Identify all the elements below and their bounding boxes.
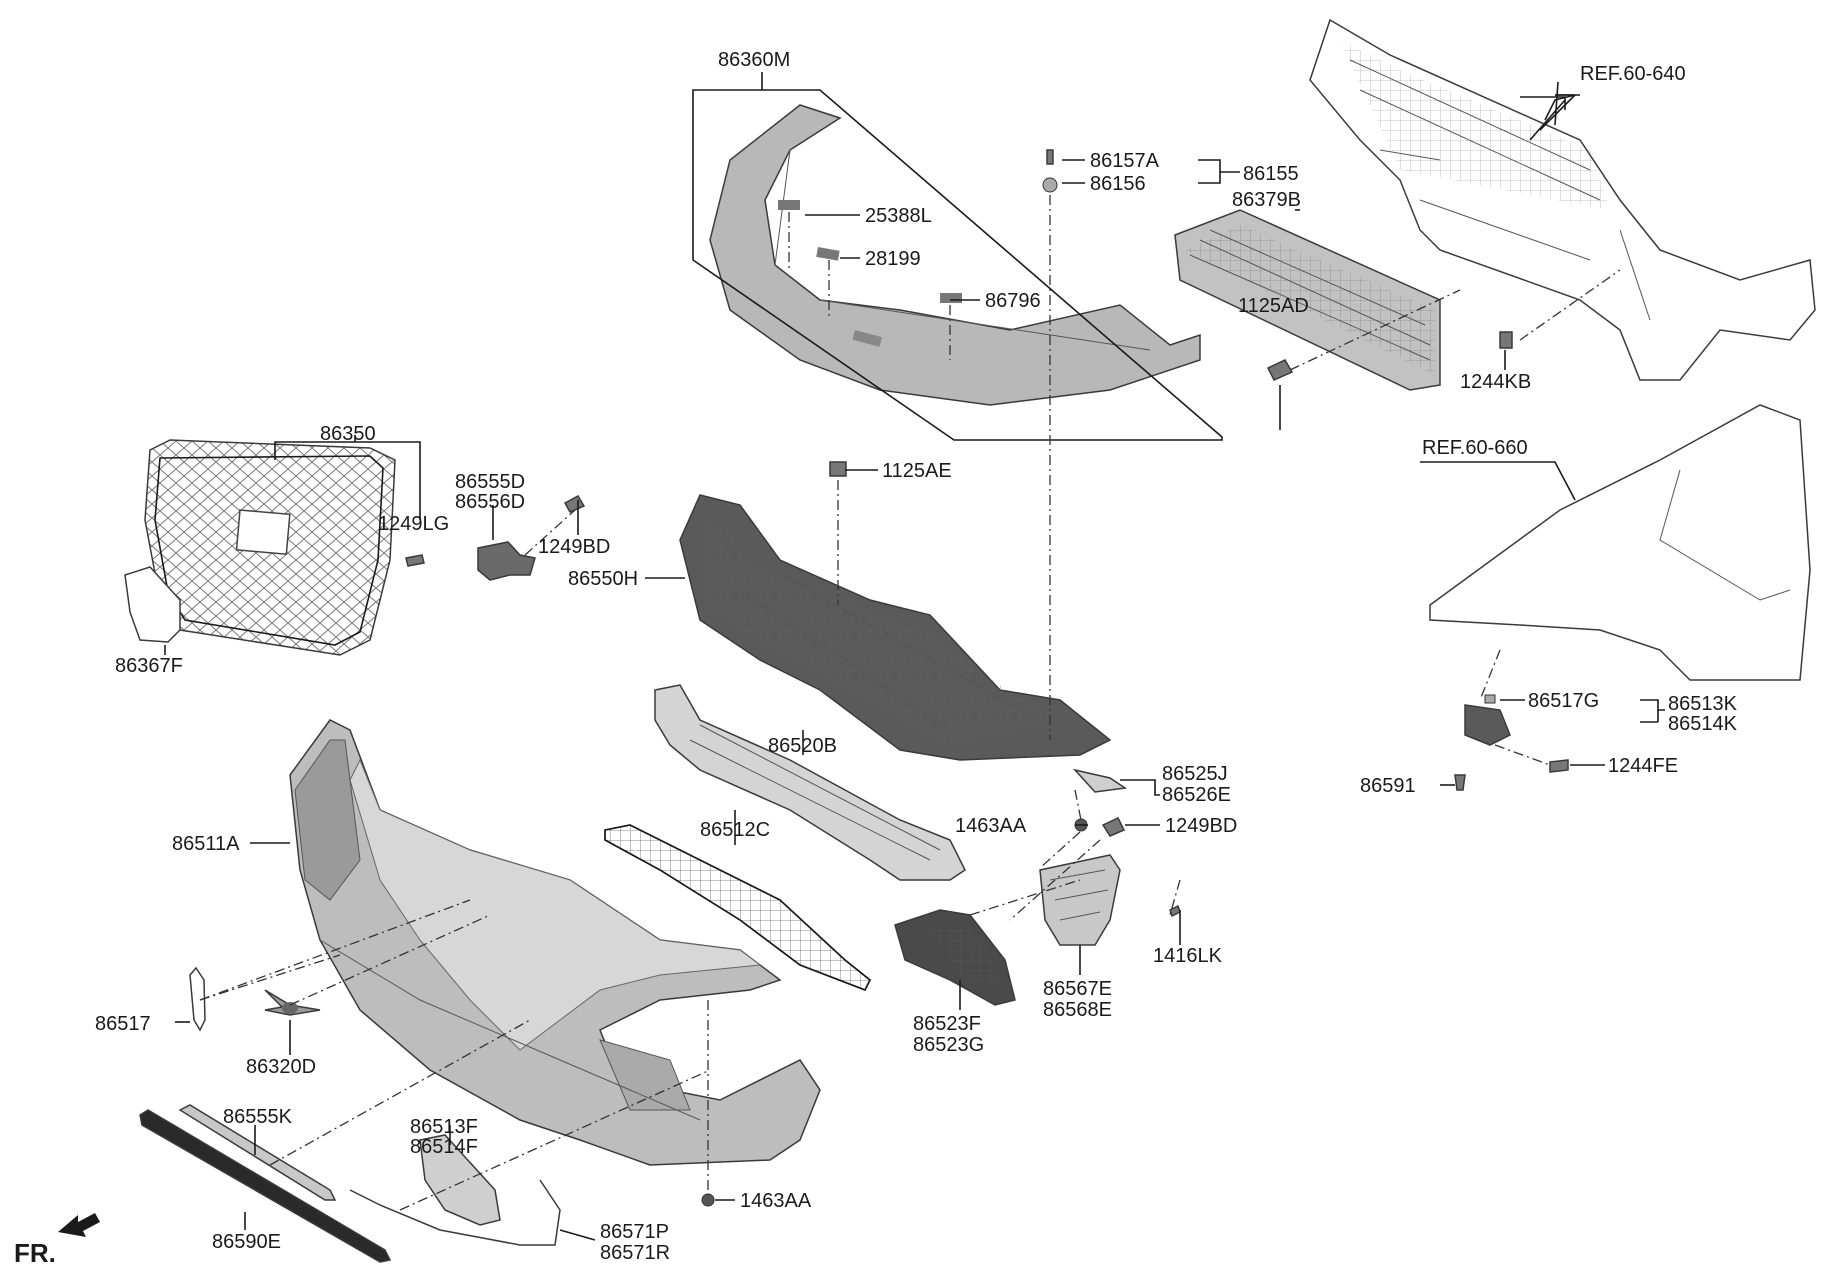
label-25388l: 25388L bbox=[865, 205, 932, 227]
label-86526e: 86526E bbox=[1162, 784, 1231, 806]
label-86571r: 86571R bbox=[600, 1242, 670, 1264]
sensor-86513k bbox=[1464, 694, 1511, 746]
part-labels: 86360M 25388L 28199 86796 86157A 86156 8… bbox=[14, 49, 1738, 1268]
lower-grille-86512c bbox=[604, 824, 872, 992]
label-1125ad: 1125AD bbox=[1238, 295, 1309, 317]
bracket-86525j bbox=[1072, 768, 1128, 793]
label-front: FR. bbox=[14, 1238, 56, 1268]
label-86514f: 86514F bbox=[410, 1136, 478, 1158]
upper-absorber-86550h bbox=[679, 494, 1112, 761]
label-86571p: 86571P bbox=[600, 1221, 669, 1243]
label-86513k: 86513K bbox=[1668, 693, 1738, 715]
label-1249lg: 1249LG bbox=[378, 513, 449, 535]
cover-86513f bbox=[419, 1134, 501, 1226]
label-86517g: 86517G bbox=[1528, 690, 1599, 712]
label-1244fe: 1244FE bbox=[1608, 755, 1678, 777]
label-86520b: 86520B bbox=[768, 735, 837, 757]
emblem-86517 bbox=[189, 966, 206, 1032]
label-86523g: 86523G bbox=[913, 1034, 984, 1056]
label-86567e: 86567E bbox=[1043, 978, 1112, 1000]
strip-86555k bbox=[178, 1104, 337, 1201]
label-86350: 86350 bbox=[320, 423, 376, 445]
label-86517: 86517 bbox=[95, 1013, 151, 1035]
leader-lines bbox=[164, 72, 1665, 1241]
fender-ref bbox=[1429, 404, 1811, 681]
label-86155: 86155 bbox=[1243, 163, 1299, 185]
label-86157a: 86157A bbox=[1090, 150, 1160, 172]
label-86568e: 86568E bbox=[1043, 999, 1112, 1021]
label-86367f: 86367F bbox=[115, 655, 183, 677]
label-86360m: 86360M bbox=[718, 49, 790, 71]
label-ref-60-640: REF.60-640 bbox=[1580, 63, 1686, 85]
label-1249bd-top: 1249BD bbox=[538, 536, 610, 558]
front-arrow-icon bbox=[58, 1213, 100, 1237]
side-cover-86567e bbox=[1039, 854, 1121, 946]
air-guide-86379b bbox=[1174, 209, 1441, 391]
label-86513f: 86513F bbox=[410, 1116, 478, 1138]
bumper-cover-86511a bbox=[289, 719, 821, 1166]
label-86796: 86796 bbox=[985, 290, 1041, 312]
label-86556d: 86556D bbox=[455, 491, 525, 513]
label-86379b: 86379B bbox=[1232, 189, 1301, 211]
label-1416lk: 1416LK bbox=[1153, 945, 1223, 967]
label-ref-60-660: REF.60-660 bbox=[1422, 437, 1528, 459]
assembly-box bbox=[692, 89, 1223, 441]
label-86511a: 86511A bbox=[172, 833, 240, 855]
label-86523f: 86523F bbox=[913, 1013, 981, 1035]
cover-86367f bbox=[124, 566, 181, 643]
emblem-86320d bbox=[264, 989, 321, 1016]
label-1463aa-mid: 1463AA bbox=[955, 815, 1027, 837]
label-86514k: 86514K bbox=[1668, 713, 1738, 735]
label-86156: 86156 bbox=[1090, 173, 1146, 195]
radiator-grille-86350 bbox=[144, 439, 396, 656]
label-86550h: 86550H bbox=[568, 568, 638, 590]
radiator-support-ref bbox=[1309, 18, 1816, 381]
label-86320d: 86320D bbox=[246, 1056, 316, 1078]
label-86555k: 86555K bbox=[223, 1106, 293, 1128]
label-1463aa-bot: 1463AA bbox=[740, 1190, 812, 1212]
label-28199: 28199 bbox=[865, 248, 921, 270]
label-1125ae: 1125AE bbox=[882, 460, 952, 482]
lower-garnish-86590e bbox=[139, 1109, 392, 1263]
energy-absorber-86520b bbox=[654, 684, 966, 881]
label-86525j: 86525J bbox=[1162, 763, 1228, 785]
label-86590e: 86590E bbox=[212, 1231, 281, 1253]
label-86555d: 86555D bbox=[455, 471, 525, 493]
label-86512c: 86512C bbox=[700, 819, 770, 841]
label-86591: 86591 bbox=[1360, 775, 1416, 797]
clip-parts-in-box bbox=[778, 200, 962, 360]
bracket-86555d bbox=[477, 541, 536, 581]
garnish-86571p bbox=[349, 1179, 561, 1246]
label-1249bd-mid: 1249BD bbox=[1165, 815, 1237, 837]
bolts bbox=[405, 149, 1569, 1207]
label-1244kb: 1244KB bbox=[1460, 371, 1531, 393]
fog-bezel-86523f bbox=[894, 909, 1016, 1006]
